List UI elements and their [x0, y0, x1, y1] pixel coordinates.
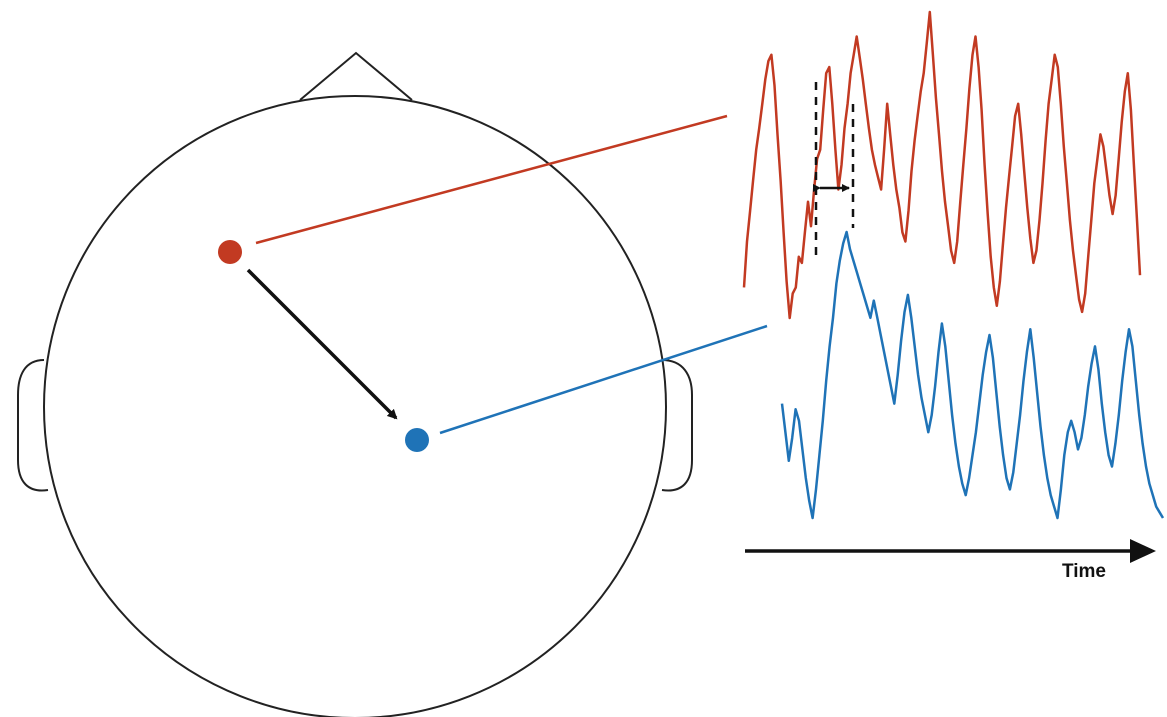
nose [299, 51, 413, 101]
target-signal-trace [780, 230, 1165, 520]
right-ear [661, 359, 693, 492]
time-axis-label: Time [1062, 561, 1107, 582]
head-outline [17, 51, 693, 717]
source-signal-trace [742, 10, 1142, 320]
source-connector-line [255, 114, 728, 245]
target-connector-line [439, 324, 768, 435]
directed-connectivity-arrow [246, 268, 398, 420]
target-electrode [405, 428, 429, 452]
head-circle [43, 95, 667, 717]
source-electrode [218, 240, 242, 264]
left-ear [17, 359, 49, 492]
